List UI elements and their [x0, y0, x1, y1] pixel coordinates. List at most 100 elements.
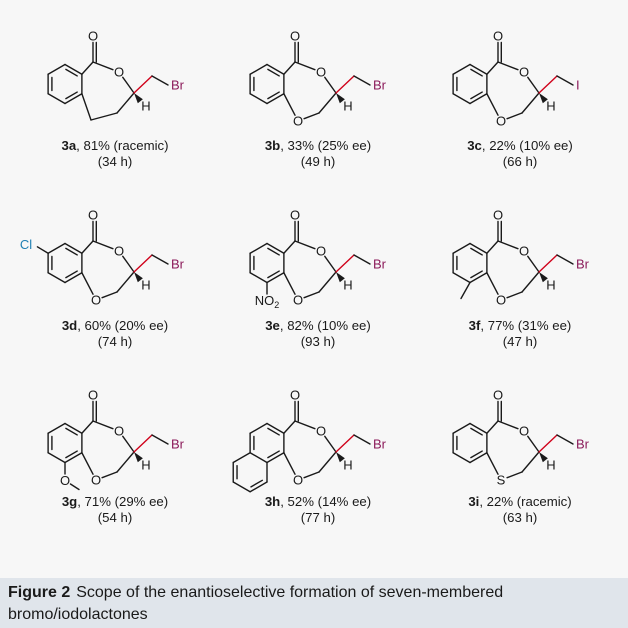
bond — [92, 420, 114, 430]
bond — [122, 255, 135, 273]
bromine-atom: Br — [373, 78, 387, 93]
bromine-atom: Br — [171, 257, 185, 272]
bond — [65, 68, 78, 77]
bond — [133, 254, 153, 273]
compound-time-3d: (74 h) — [98, 334, 132, 349]
stereo-wedge — [539, 93, 548, 104]
stereo-wedge — [539, 452, 548, 463]
bond — [324, 255, 337, 273]
bond — [497, 420, 519, 430]
bond — [486, 240, 499, 254]
carbonyl-oxygen: O — [290, 29, 300, 44]
bond — [283, 240, 296, 254]
compound-time-3h: (77 h) — [301, 510, 335, 525]
compound-time-3c: (66 h) — [503, 154, 537, 169]
compound-id: 3i — [468, 494, 479, 509]
bond — [47, 272, 66, 284]
ring-ether-oxygen: O — [91, 293, 101, 308]
compound-yield: , 60% (20% ee) — [77, 318, 168, 333]
bond — [469, 93, 488, 105]
bond — [469, 242, 488, 254]
bond — [267, 91, 280, 100]
molecules-layer: OOHBrOOOHBrOOOHIOOOHBrClOOOHBrNO2OOOHBrO… — [20, 29, 590, 493]
bond — [303, 112, 320, 120]
bond — [527, 255, 540, 273]
bond — [64, 272, 83, 284]
bond — [452, 93, 471, 105]
bond — [64, 422, 83, 434]
bond — [267, 247, 280, 256]
compound-label-3i: 3i, 22% (racemic) — [468, 494, 571, 509]
stereo-wedge — [336, 452, 345, 463]
bond — [151, 75, 169, 86]
bond — [122, 76, 135, 94]
bromine-atom: Br — [373, 257, 387, 272]
bond — [116, 92, 135, 114]
ring-ether-oxygen: O — [293, 293, 303, 308]
bond — [486, 420, 499, 434]
ring-oxygen: O — [114, 244, 124, 259]
hydrogen-atom: H — [546, 278, 555, 293]
bond — [460, 281, 471, 300]
stereo-wedge — [336, 93, 345, 104]
bond — [266, 242, 285, 254]
compound-label-3b: 3b, 33% (25% ee) — [265, 138, 371, 153]
compound-time-3a: (34 h) — [98, 154, 132, 169]
ring-oxygen: O — [316, 65, 326, 80]
bond — [64, 93, 83, 105]
bond — [469, 452, 488, 464]
bond — [92, 240, 114, 250]
compound-id: 3c — [467, 138, 482, 153]
bond — [65, 450, 78, 459]
bond — [469, 63, 488, 75]
bond — [556, 254, 574, 265]
compound-time-3b: (49 h) — [301, 154, 335, 169]
bond — [133, 75, 153, 94]
bond — [303, 471, 320, 479]
bond — [232, 481, 251, 493]
bond — [65, 247, 78, 256]
carbonyl-oxygen: O — [493, 208, 503, 223]
bond — [335, 434, 355, 453]
compound-id: 3f — [469, 318, 481, 333]
bond — [249, 481, 268, 493]
compound-id: 3e — [265, 318, 280, 333]
compound-yield: , 33% (25% ee) — [280, 138, 371, 153]
ring-oxygen: O — [519, 65, 529, 80]
carbonyl-oxygen: O — [88, 388, 98, 403]
bond — [353, 434, 371, 445]
compound-yield: , 81% (racemic) — [76, 138, 168, 153]
bromine-atom: Br — [576, 437, 590, 452]
bond — [249, 63, 268, 75]
ring-oxygen: O — [316, 244, 326, 259]
compound-label-3c: 3c, 22% (10% ee) — [467, 138, 573, 153]
bond — [283, 93, 296, 116]
bond — [250, 479, 264, 488]
bond — [486, 61, 499, 75]
bond — [470, 450, 483, 459]
bond — [36, 246, 49, 254]
compound-yield: , 82% (10% ee) — [280, 318, 371, 333]
bromine-atom: Br — [171, 437, 185, 452]
bond — [318, 92, 337, 114]
compound-id: 3a — [61, 138, 76, 153]
bond — [266, 93, 285, 105]
figure-label: Figure 2 — [8, 584, 71, 601]
bond — [470, 270, 483, 279]
bond — [232, 452, 251, 464]
bond — [64, 63, 83, 75]
stereo-wedge — [336, 272, 345, 283]
bond — [470, 427, 483, 436]
hydrogen-atom: H — [141, 458, 150, 473]
stereo-wedge — [134, 452, 143, 463]
compound-label-3h: 3h, 52% (14% ee) — [265, 494, 371, 509]
bond — [266, 63, 285, 75]
compound-scheme: OOHBrOOOHBrOOOHIOOOHBrClOOOHBrNO2OOOHBrO… — [20, 29, 590, 525]
bond — [47, 452, 66, 464]
bond — [122, 435, 135, 453]
bond — [497, 61, 519, 71]
bond — [92, 61, 114, 71]
compound-yield: , 71% (29% ee) — [77, 494, 168, 509]
ring-sulfur: S — [497, 473, 506, 488]
